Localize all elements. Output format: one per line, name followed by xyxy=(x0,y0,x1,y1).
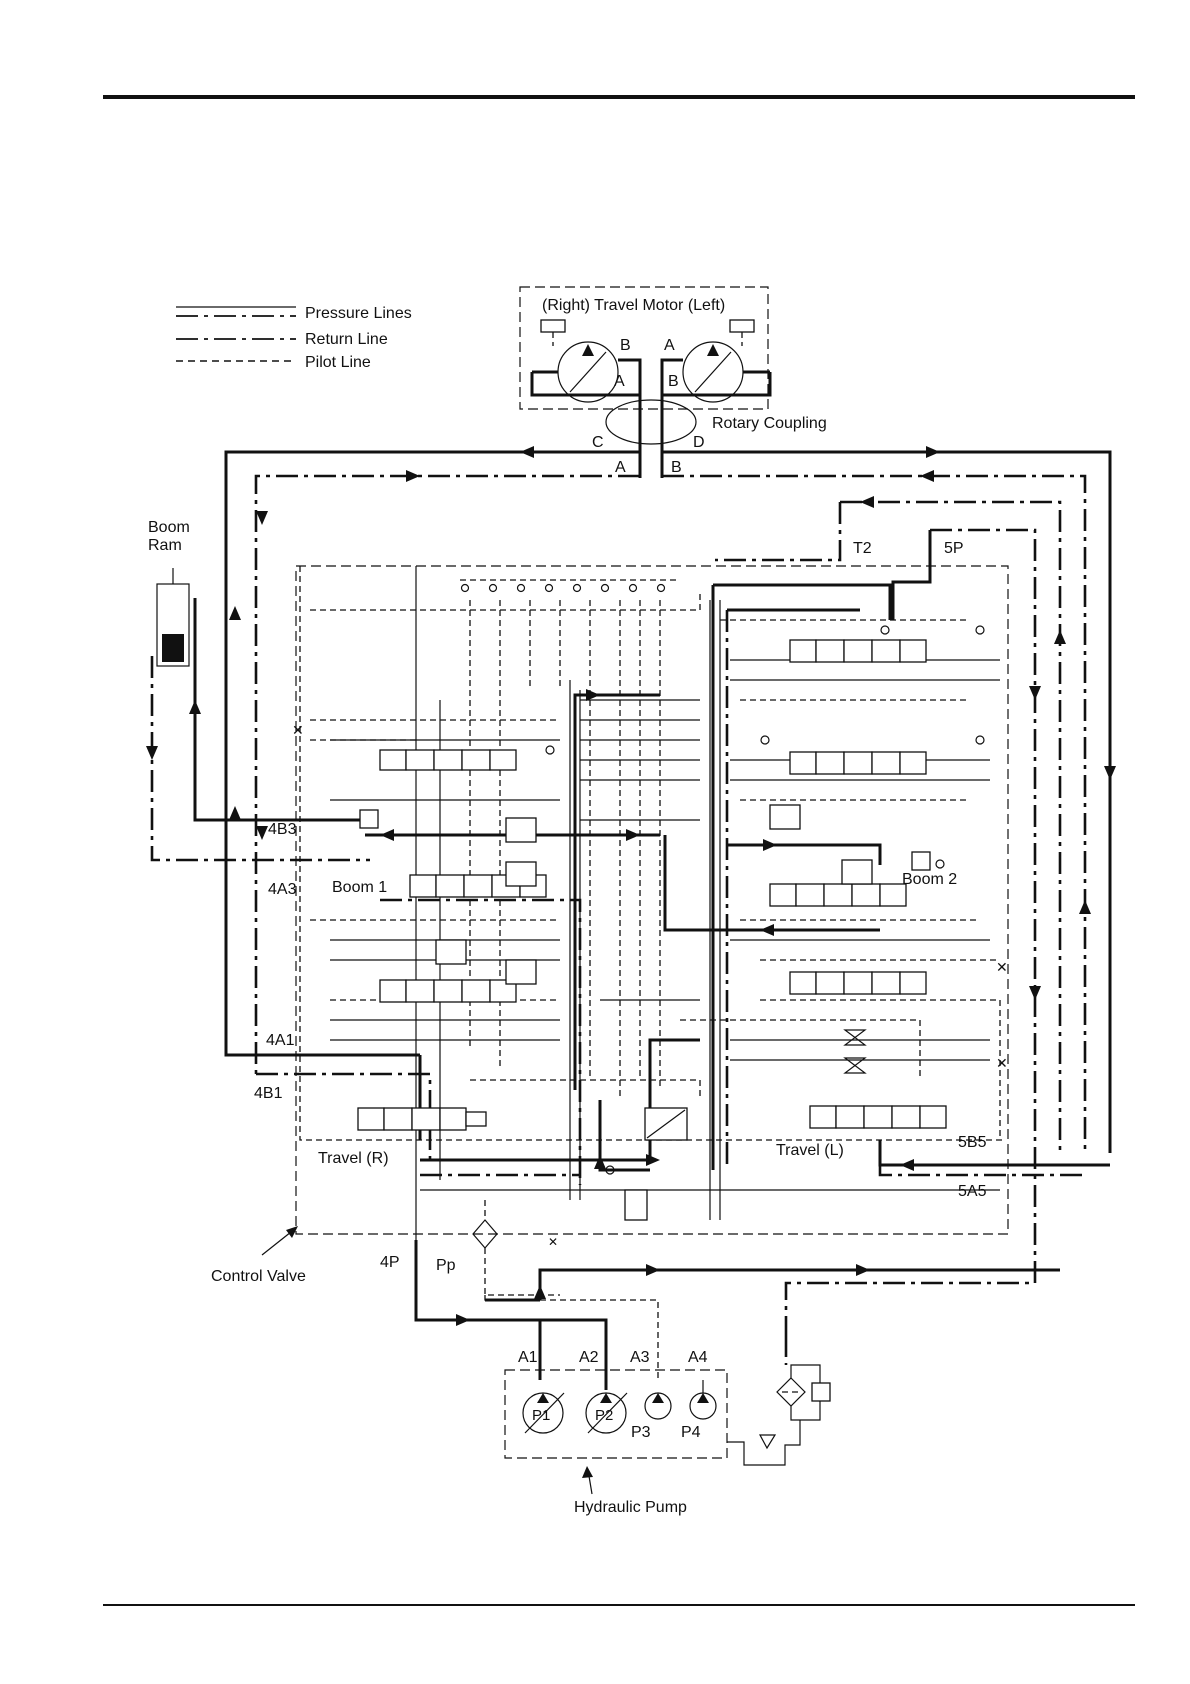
motor-port-b-left: B xyxy=(620,337,631,354)
right-brake-icon xyxy=(730,320,754,332)
left-brake-icon xyxy=(541,320,565,332)
svg-text:✕: ✕ xyxy=(996,959,1008,975)
pump-p2-label: P2 xyxy=(595,1407,613,1424)
return-filter-assembly xyxy=(777,1335,830,1420)
motor-port-b-right: B xyxy=(668,373,679,390)
tank-icon xyxy=(760,1435,775,1448)
pilot-check-row xyxy=(462,585,665,592)
port-4a3-label: 4A3 xyxy=(268,881,297,898)
legend-return-label: Return Line xyxy=(305,331,388,348)
pump-supply-lines xyxy=(416,1240,1060,1390)
port-pp-label: Pp xyxy=(436,1257,456,1274)
spool-valve-3 xyxy=(380,980,516,1002)
pump-p3-label: P3 xyxy=(631,1424,651,1441)
coupling-port-c: C xyxy=(592,434,604,451)
port-t2-label: T2 xyxy=(853,540,872,557)
port-4b3-label: 4B3 xyxy=(268,821,297,838)
coupling-port-d: D xyxy=(693,434,705,451)
port-4p-label: 4P xyxy=(380,1254,400,1271)
pump-p4-label: P4 xyxy=(681,1424,701,1441)
pump-p1-label: P1 xyxy=(532,1407,550,1424)
return-filter-icon xyxy=(777,1378,805,1406)
legend-pilot-label: Pilot Line xyxy=(305,354,371,371)
svg-text:✕: ✕ xyxy=(996,1055,1008,1071)
spool-valve-r4 xyxy=(790,972,926,994)
travel-motor-label: (Right) Travel Motor (Left) xyxy=(542,297,725,314)
port-4b1-label: 4B1 xyxy=(254,1085,283,1102)
boom-ram-label-2: Ram xyxy=(148,537,182,554)
rotary-coupling: Rotary Coupling C D A B xyxy=(592,395,827,478)
spool-valve-travel-r xyxy=(358,1108,486,1130)
hydraulic-pump-label: Hydraulic Pump xyxy=(574,1499,687,1516)
hydraulic-pump-assembly: A1 A2 A3 A4 P1 P2 P3 P4 Hydraulic Pump xyxy=(505,1349,800,1516)
spool-valve-r2 xyxy=(790,752,926,774)
legend: Pressure Lines Return Line Pilot Line xyxy=(176,305,412,371)
motor-port-a-right: A xyxy=(664,337,675,354)
coupling-port-b: B xyxy=(671,459,682,476)
port-5a5-label: 5A5 xyxy=(958,1183,987,1200)
control-valve-label: Control Valve xyxy=(211,1268,306,1285)
spool-valve-r1 xyxy=(790,640,926,662)
pump-port-a1: A1 xyxy=(518,1349,538,1366)
travel-r-label: Travel (R) xyxy=(318,1150,389,1167)
boom2-label: Boom 2 xyxy=(902,871,957,888)
pump-port-a2: A2 xyxy=(579,1349,599,1366)
boom-ram: Boom Ram xyxy=(146,519,370,860)
motor-port-a-left: A xyxy=(614,373,625,390)
spool-valve-travel-l xyxy=(810,1106,946,1128)
travel-motor-assembly: (Right) Travel Motor (Left) B A A B xyxy=(520,287,770,409)
boom1-label: Boom 1 xyxy=(332,879,387,896)
pump-port-a4: A4 xyxy=(688,1349,708,1366)
port-5p-label: 5P xyxy=(944,540,964,557)
spool-valve-boom2 xyxy=(770,884,906,906)
spool-valve-1 xyxy=(380,750,516,770)
boom-ram-label-1: Boom xyxy=(148,519,190,536)
travel-l-label: Travel (L) xyxy=(776,1142,844,1159)
rotary-coupling-label: Rotary Coupling xyxy=(712,415,827,432)
rotary-coupling-icon xyxy=(606,400,696,444)
legend-pressure-label: Pressure Lines xyxy=(305,305,412,322)
bypass-check-icon xyxy=(812,1383,830,1401)
svg-text:✕: ✕ xyxy=(548,1235,558,1249)
port-5b5-label: 5B5 xyxy=(958,1134,987,1151)
port-4a1-label: 4A1 xyxy=(266,1032,295,1049)
control-valve-block: ✕ ✕ ✕ ✕ 4B3 4A3 Boom 1 Boom 2 4A1 4B1 Tr… xyxy=(211,540,1110,1295)
svg-text:✕: ✕ xyxy=(292,722,304,738)
coupling-port-a: A xyxy=(615,459,626,476)
pump-port-a3: A3 xyxy=(630,1349,650,1366)
